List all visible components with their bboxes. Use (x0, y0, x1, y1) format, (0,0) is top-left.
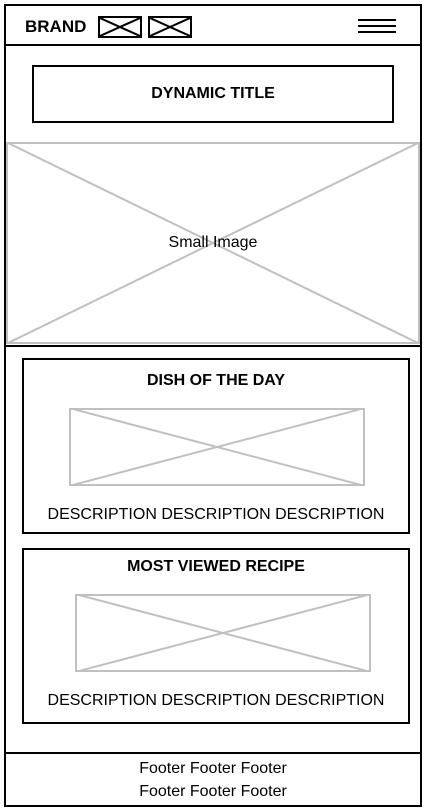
card-image-placeholder (75, 594, 371, 672)
page-title: DYNAMIC TITLE (32, 65, 394, 123)
hero-image-label: Small Image (168, 234, 258, 251)
card-description: DESCRIPTION DESCRIPTION DESCRIPTION (47, 506, 385, 523)
dish-of-the-day-card[interactable]: DISH OF THE DAY DESCRIPTION DESCRIPTION … (22, 358, 410, 534)
card-description: DESCRIPTION DESCRIPTION DESCRIPTION (47, 692, 385, 709)
hero-image-placeholder: Small Image (6, 142, 420, 344)
header: BRAND (6, 6, 420, 46)
footer-line: Footer Footer Footer (139, 759, 287, 777)
hamburger-menu-icon[interactable] (358, 17, 398, 37)
footer-line: Footer Footer Footer (139, 782, 287, 800)
section-divider (6, 345, 420, 347)
wireframe-frame: BRAND DYNAMIC TITLE Small Image (4, 4, 422, 807)
footer: Footer Footer Footer Footer Footer Foote… (6, 752, 420, 805)
most-viewed-recipe-card[interactable]: MOST VIEWED RECIPE DESCRIPTION DESCRIPTI… (22, 548, 410, 724)
card-image-placeholder (69, 408, 365, 486)
brand-logo[interactable]: BRAND (25, 17, 87, 36)
image-placeholder-icon[interactable] (148, 16, 192, 38)
card-title: DISH OF THE DAY (146, 372, 286, 389)
image-placeholder-icon[interactable] (98, 16, 142, 38)
card-title: MOST VIEWED RECIPE (127, 558, 305, 575)
